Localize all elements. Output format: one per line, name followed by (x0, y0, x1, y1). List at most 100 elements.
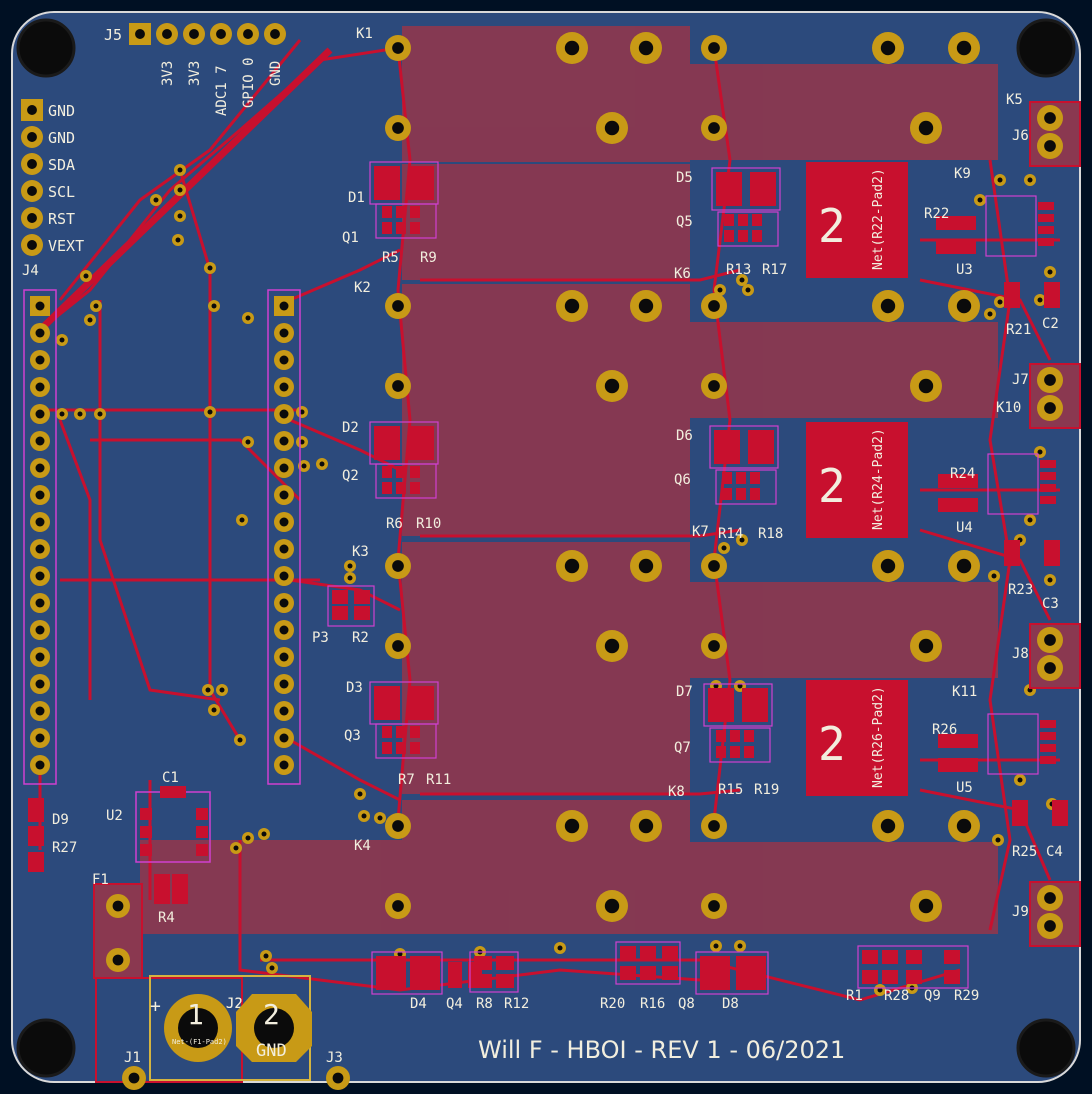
header-j4-pin-pad-drill (27, 105, 37, 115)
header-j5-pin-pad-drill (135, 29, 145, 39)
component-ref: Q8 (678, 996, 695, 1012)
component-ref: J6 (1012, 128, 1029, 144)
inner-header-pin-pad-drill (279, 571, 289, 581)
header-j5-pin-2: 3V3 (187, 61, 203, 86)
smd-pad (448, 962, 462, 988)
terminal-block-pad-drill (1044, 892, 1056, 904)
component-ref: D2 (342, 420, 359, 436)
via-drill (239, 517, 245, 523)
smd-pad (140, 808, 152, 820)
inner-header-pin-pad-drill (279, 760, 289, 770)
component-outline (711, 167, 781, 211)
via-drill (397, 951, 403, 957)
component-ref: U4 (956, 520, 973, 536)
component-ref: P3 (312, 630, 329, 646)
smd-pad (332, 590, 348, 604)
via-drill (93, 303, 99, 309)
via-drill (205, 687, 211, 693)
via-drill (263, 953, 269, 959)
via-drill (177, 213, 183, 219)
relay-pad-drill (604, 638, 620, 654)
header-j5-pin-pad-drill (162, 29, 172, 39)
relay-pad-drill (604, 378, 620, 394)
component-ref: K11 (952, 684, 977, 700)
terminal-j2-gnd: GND (256, 1041, 287, 1061)
terminal-j2-net: Net-(F1-Pad2) (172, 1038, 227, 1046)
smd-pad (408, 166, 434, 200)
via-drill (557, 945, 563, 951)
smd-pad (662, 966, 678, 980)
component-ref: J3 (326, 1050, 343, 1066)
terminal-j2-ref: J2 (226, 996, 243, 1012)
smd-pad (1038, 238, 1054, 246)
relay-pad-drill (708, 122, 720, 134)
relay-pad-drill (564, 818, 580, 834)
relay-pad-drill (708, 42, 720, 54)
component-ref: R28 (884, 988, 909, 1004)
smd-pad (382, 206, 392, 218)
smd-pad (410, 742, 420, 754)
smd-pad (862, 950, 878, 964)
through-hole-pads (16, 18, 1081, 1090)
relay-pad-drill (564, 558, 580, 574)
header-j4-pin-pad-drill (27, 132, 37, 142)
relay-pad-drill (392, 122, 404, 134)
via-drill (721, 545, 727, 551)
component-ref: R23 (1008, 582, 1033, 598)
smd-pad (1040, 484, 1056, 492)
via-drill (877, 987, 883, 993)
component-ref: C3 (1042, 596, 1059, 612)
via-drill (1047, 269, 1053, 275)
component-ref: D6 (676, 428, 693, 444)
component-ref: R16 (640, 996, 665, 1012)
board-signature: Will F - HBOI - REV 1 - 06/2021 (478, 1036, 845, 1064)
component-ref: D3 (346, 680, 363, 696)
relay-pad-drill (638, 40, 654, 56)
via-drill (1037, 449, 1043, 455)
smd-pad (944, 970, 960, 984)
component-ref: J9 (1012, 904, 1029, 920)
via-drill (997, 177, 1003, 183)
net-block (806, 422, 908, 538)
smd-pad (750, 488, 760, 500)
component-outline (469, 951, 519, 993)
mounting-hole (16, 18, 76, 78)
header-j5-pin-pad-drill (270, 29, 280, 39)
inner-header-pin-pad-drill (279, 436, 289, 446)
long-header-pin-pad-drill (35, 517, 45, 527)
smd-pad (736, 488, 746, 500)
smd-pad (1040, 472, 1056, 480)
via-drill (1047, 577, 1053, 583)
smd-pad (640, 966, 656, 980)
header-j4-pin-3: SDA (48, 156, 75, 174)
smd-pad (752, 214, 762, 226)
component-outline (717, 211, 779, 247)
component-ref: R26 (932, 722, 957, 738)
relay-ref-k2: K2 (354, 280, 371, 296)
via-drill (1027, 177, 1033, 183)
smd-pad (382, 466, 392, 478)
relay-refs: K1 K2 K3 K4 K5 K6 K7 K8 (352, 26, 1023, 854)
smd-pad (28, 826, 44, 846)
smd-pad (1004, 282, 1020, 308)
net-block-pad: 2 (818, 199, 846, 253)
long-header-pin-pad-drill (35, 733, 45, 743)
smd-pad (1040, 744, 1056, 752)
inner-header-pin-pad-drill (279, 652, 289, 662)
via-drill (211, 303, 217, 309)
via-drill (153, 197, 159, 203)
smd-pad (140, 826, 152, 838)
component-ref: R8 (476, 996, 493, 1012)
smd-pad (396, 482, 406, 494)
smd-pad (1040, 756, 1056, 764)
via-drill (233, 845, 239, 851)
header-j4: GND GND SDA SCL RST VEXT J4 (22, 102, 84, 279)
relay-pad-drill (638, 298, 654, 314)
smd-pad (620, 966, 636, 980)
via-drill (59, 337, 65, 343)
component-ref: R17 (762, 262, 787, 278)
net-block-net: Net(R24-Pad2) (871, 428, 886, 530)
smd-pad (736, 956, 766, 990)
smd-pad (160, 786, 186, 798)
header-j4-pin-5: RST (48, 210, 75, 228)
